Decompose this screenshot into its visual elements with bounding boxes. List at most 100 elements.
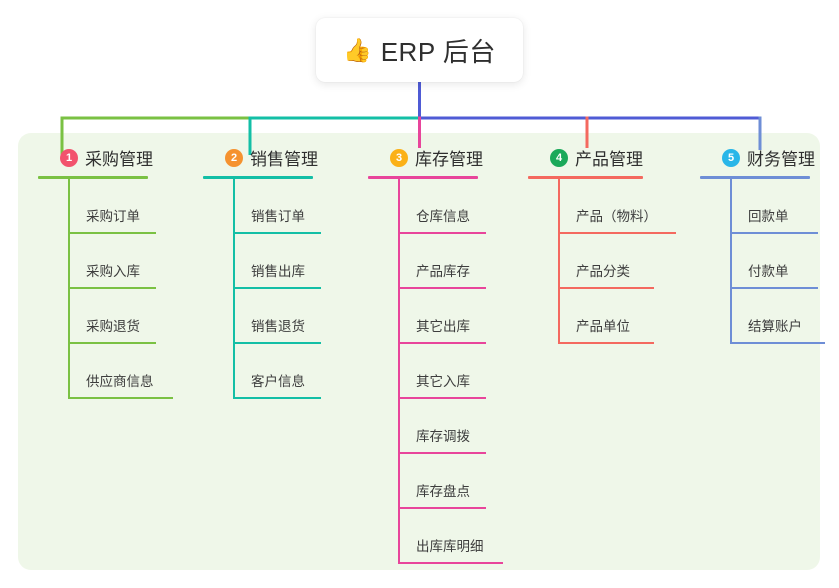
list-item-label: 采购退货 xyxy=(86,319,140,334)
thumbs-up-emoji: 👍 xyxy=(343,36,372,63)
column-underline xyxy=(528,176,643,179)
root-node-content: 👍 ERP 后台 xyxy=(343,32,496,69)
list-item[interactable]: 其它出库 xyxy=(398,289,486,344)
list-item[interactable]: 产品单位 xyxy=(558,289,654,344)
column-number-badge: 1 xyxy=(60,148,78,167)
list-item-underline xyxy=(233,342,321,344)
page-title: ERP 后台 xyxy=(380,36,496,67)
column-header[interactable]: 4 产品管理 xyxy=(528,145,643,170)
list-item[interactable]: 结算账户 xyxy=(730,289,825,344)
list-item-underline xyxy=(233,232,321,234)
column-spine xyxy=(233,179,235,399)
column-财务管理: 5 财务管理回款单付款单结算账户 xyxy=(700,145,825,344)
list-item[interactable]: 出库库明细 xyxy=(398,509,503,564)
list-item-underline xyxy=(398,452,486,454)
column-title: 库存管理 xyxy=(415,150,483,169)
list-item[interactable]: 采购退货 xyxy=(68,289,156,344)
list-item[interactable]: 采购入库 xyxy=(68,234,156,289)
column-spine xyxy=(68,179,70,399)
column-underline xyxy=(700,176,810,179)
list-item[interactable]: 库存调拨 xyxy=(398,399,486,454)
column-items: 回款单付款单结算账户 xyxy=(730,179,825,344)
list-item[interactable]: 产品库存 xyxy=(398,234,486,289)
list-item-underline xyxy=(68,342,156,344)
list-item-label: 结算账户 xyxy=(748,319,802,334)
list-item[interactable]: 仓库信息 xyxy=(398,179,486,234)
list-item[interactable]: 产品分类 xyxy=(558,234,654,289)
list-item-underline xyxy=(398,562,503,564)
column-title: 产品管理 xyxy=(575,150,643,169)
list-item-label: 产品分类 xyxy=(576,264,630,279)
column-items: 销售订单销售出库销售退货客户信息 xyxy=(233,179,321,399)
column-title: 财务管理 xyxy=(747,150,815,169)
column-header[interactable]: 3 库存管理 xyxy=(368,145,483,170)
list-item-underline xyxy=(68,397,173,399)
list-item-label: 出库库明细 xyxy=(416,539,484,554)
column-header[interactable]: 1 采购管理 xyxy=(38,145,153,170)
list-item-label: 付款单 xyxy=(748,264,789,279)
list-item-label: 产品单位 xyxy=(576,319,630,334)
list-item-label: 销售出库 xyxy=(251,264,305,279)
list-item-label: 销售退货 xyxy=(251,319,305,334)
list-item-underline xyxy=(398,342,486,344)
column-number-badge: 4 xyxy=(550,148,568,167)
column-underline xyxy=(368,176,478,179)
column-产品管理: 4 产品管理产品（物料） 产品分类产品单位 xyxy=(528,145,676,344)
list-item[interactable]: 产品（物料） xyxy=(558,179,676,234)
column-spine xyxy=(730,179,732,344)
list-item-label: 库存盘点 xyxy=(416,484,470,499)
column-number-badge: 2 xyxy=(225,148,243,167)
list-item-label: 采购入库 xyxy=(86,264,140,279)
list-item-label: 其它出库 xyxy=(416,319,470,334)
column-销售管理: 2 销售管理销售订单销售出库销售退货客户信息 xyxy=(203,145,321,399)
list-item[interactable]: 供应商信息 xyxy=(68,344,173,399)
column-采购管理: 1 采购管理采购订单采购入库采购退货供应商信息 xyxy=(38,145,173,399)
list-item[interactable]: 销售出库 xyxy=(233,234,321,289)
list-item-underline xyxy=(233,397,321,399)
list-item-underline xyxy=(558,287,654,289)
list-item-label: 产品库存 xyxy=(416,264,470,279)
column-header[interactable]: 5 财务管理 xyxy=(700,145,815,170)
list-item-label: 销售订单 xyxy=(251,209,305,224)
column-header[interactable]: 2 销售管理 xyxy=(203,145,318,170)
column-underline xyxy=(38,176,148,179)
list-item[interactable]: 客户信息 xyxy=(233,344,321,399)
column-spine xyxy=(398,179,400,564)
list-item-label: 产品（物料） xyxy=(576,209,657,224)
column-number-badge: 5 xyxy=(722,148,740,167)
list-item-underline xyxy=(68,232,156,234)
list-item-underline xyxy=(398,397,486,399)
column-title: 销售管理 xyxy=(250,150,318,169)
list-item-underline xyxy=(730,232,818,234)
diagram-panel xyxy=(18,133,820,570)
list-item-underline xyxy=(233,287,321,289)
column-items: 仓库信息产品库存其它出库其它入库库存调拨库存盘点出库库明细 xyxy=(398,179,503,564)
column-items: 采购订单采购入库采购退货供应商信息 xyxy=(68,179,173,399)
list-item[interactable]: 付款单 xyxy=(730,234,818,289)
list-item-underline xyxy=(68,287,156,289)
root-node-card[interactable]: 👍 ERP 后台 xyxy=(316,18,523,82)
list-item-label: 其它入库 xyxy=(416,374,470,389)
column-underline xyxy=(203,176,313,179)
column-number-badge: 3 xyxy=(390,148,408,167)
column-title: 采购管理 xyxy=(85,150,153,169)
column-items: 产品（物料） 产品分类产品单位 xyxy=(558,179,676,344)
list-item[interactable]: 销售订单 xyxy=(233,179,321,234)
list-item-label: 库存调拨 xyxy=(416,429,470,444)
list-item-label: 采购订单 xyxy=(86,209,140,224)
list-item-underline xyxy=(398,287,486,289)
list-item-underline xyxy=(730,287,818,289)
list-item[interactable]: 其它入库 xyxy=(398,344,486,399)
list-item-label: 仓库信息 xyxy=(416,209,470,224)
list-item-underline xyxy=(398,507,486,509)
list-item-underline xyxy=(558,342,654,344)
list-item[interactable]: 库存盘点 xyxy=(398,454,486,509)
list-item-label: 供应商信息 xyxy=(86,374,154,389)
list-item-label: 客户信息 xyxy=(251,374,305,389)
list-item-underline xyxy=(558,232,676,234)
list-item[interactable]: 销售退货 xyxy=(233,289,321,344)
list-item[interactable]: 采购订单 xyxy=(68,179,156,234)
column-spine xyxy=(558,179,560,344)
list-item[interactable]: 回款单 xyxy=(730,179,818,234)
column-库存管理: 3 库存管理仓库信息产品库存其它出库其它入库库存调拨库存盘点出库库明细 xyxy=(368,145,503,564)
